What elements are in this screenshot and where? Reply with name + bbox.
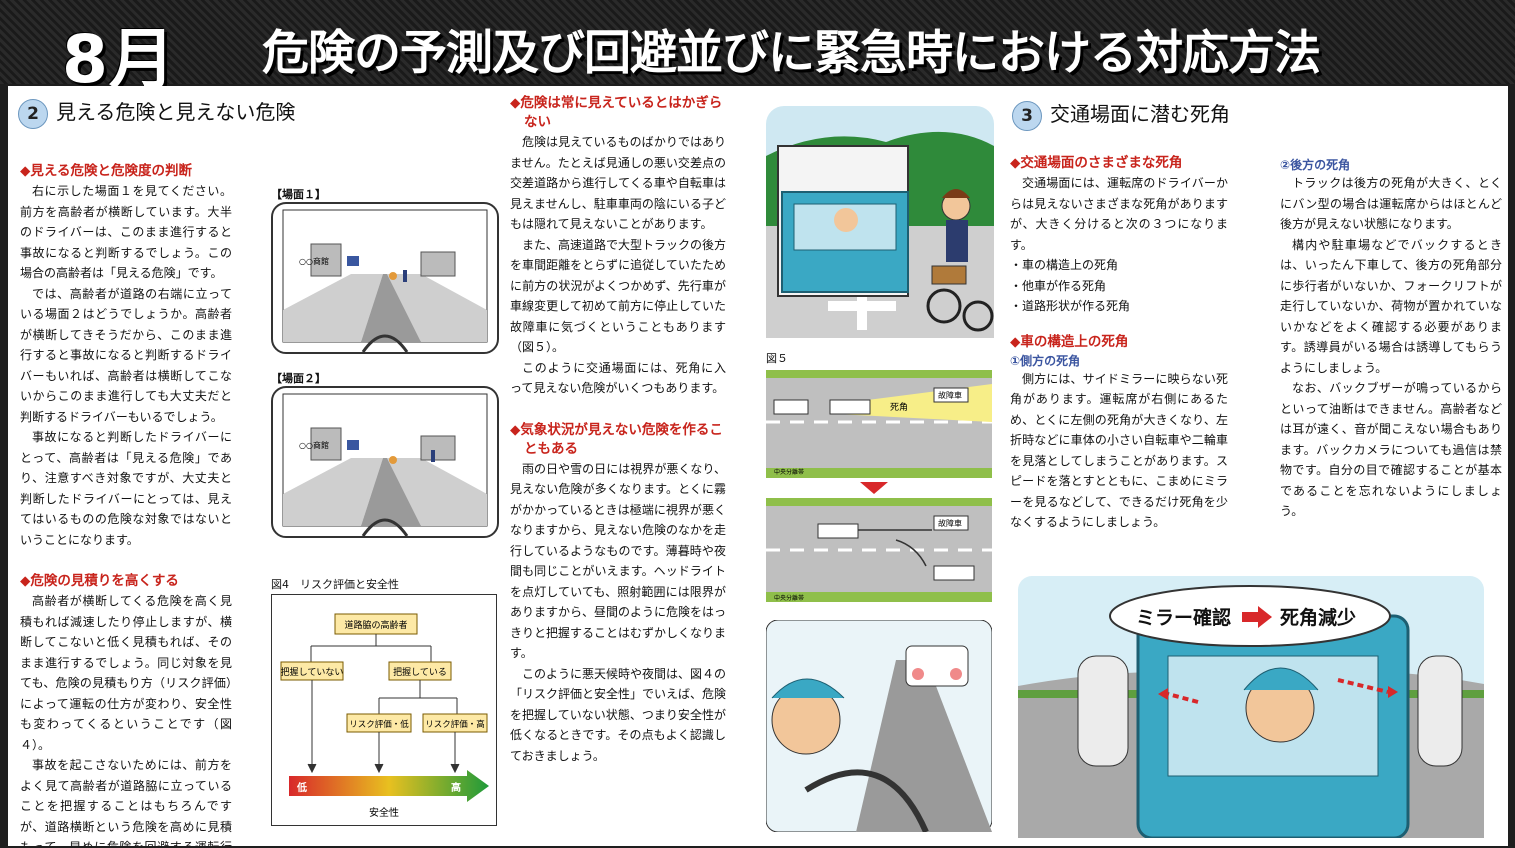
fig5-median: 中央分離帯 xyxy=(774,594,804,602)
fig4-axis-label: 安全性 xyxy=(369,806,399,819)
paragraph: また、高速道路で大型トラックの後方を車間距離をとらずに追従していたために前方の状… xyxy=(510,237,727,355)
body-visible-danger: 右に示した場面１を見てください。前方を高齢者が横断しています。大半のドライバーは… xyxy=(20,181,232,550)
section-2-heading: 2 見える危険と見えない危険 xyxy=(18,96,295,129)
month-label: 8月 xyxy=(62,21,176,98)
fig5-broken-car: 故障車 xyxy=(938,390,962,400)
section-3-title: 交通場面に潜む死角 xyxy=(1050,102,1230,126)
body-weather: 雨の日や雪の日には視界が悪くなり、見えない危険が多くなります。とくに霧がかかって… xyxy=(510,459,726,767)
bubble-dead-angle-reduce: 死角減少 xyxy=(1280,606,1356,629)
scene-2-label: 【場面２】 xyxy=(271,372,326,385)
subheading-side-dead-angle: ①側方の死角 xyxy=(1010,353,1081,368)
fig4-risk-high: リスク評価・高 xyxy=(425,719,485,730)
header-bar: 8月 危険の予測及び回避並びに緊急時における対応方法 xyxy=(0,0,1515,98)
fig4-top-node: 道路脇の高齢者 xyxy=(344,619,407,631)
body-side-dead-angle: 側方には、サイドミラーに映らない死角があります。運転席が右側にあるため、とくに左… xyxy=(1010,369,1228,533)
paragraph: 交通場面には、運転席のドライバーからは見えないさまざまな死角がありますが、大きく… xyxy=(1010,176,1228,252)
figure-5-illustration: 死角 故障車 中央分離帯 故障車 中央分離帯 xyxy=(766,370,992,602)
list-item: ・他車が作る死角 xyxy=(1010,278,1107,293)
truck-cyclist-illustration xyxy=(766,106,994,338)
paragraph: このように悪天候時や夜間は、図４の「リスク評価と安全性」でいえば、危険を把握して… xyxy=(510,666,727,763)
page-title: 危険の予測及び回避並びに緊急時における対応方法 xyxy=(262,26,1321,81)
figure-4-risk-chart: 道路脇の高齢者 把握していない 把握している リスク評価・低 リスク評価・高 低… xyxy=(271,594,497,826)
fig4-grasped: 把握している xyxy=(393,666,447,678)
figure-5-caption: 図５ xyxy=(766,352,788,365)
fig4-not-grasped: 把握していない xyxy=(281,666,344,678)
fig5-dead-angle: 死角 xyxy=(890,401,908,413)
heading-weather: ◆気象状況が見えない危険を作ることもある xyxy=(510,421,723,457)
document-sheet: 2 見える危険と見えない危険 ◆見える危険と危険度の判断 右に示した場面１を見てく… xyxy=(8,86,1508,846)
fig5-broken-car: 故障車 xyxy=(938,518,962,528)
heading-not-always-visible: ◆危険は常に見えているとはかぎらない xyxy=(510,95,723,130)
scene-1-illustration: ○○商館 xyxy=(271,202,499,354)
list-item: ・道路形状が作る死角 xyxy=(1010,299,1131,313)
paragraph: では、高齢者が道路の右端に立っている場面２はどうでしょうか。高齢者が横断してきそ… xyxy=(20,286,232,424)
column-3: ◆交通場面のさまざまな死角 交通場面には、運転席のドライバーからは見えないさまざ… xyxy=(1010,154,1228,533)
paragraph: なお、バックブザーが鳴っているからといって油断はできません。高齢者などは耳が遠く… xyxy=(1280,381,1502,518)
section-2-title: 見える危険と見えない危険 xyxy=(56,100,296,124)
bubble-mirror-check: ミラー確認 xyxy=(1136,606,1231,629)
paragraph: このように交通場面には、死角に入って見えない危険がいくつもあります。 xyxy=(510,360,726,396)
heading-estimate-high: ◆危険の見積りを高くする xyxy=(20,573,179,589)
paragraph: 高齢者が横断してくる危険を高く見積もれば減速したり停止しますが、横断してこないと… xyxy=(20,594,232,752)
paragraph: 事故になると判断したドライバーにとって、高齢者は「見える危険」であり、注意すべき… xyxy=(20,430,232,547)
subheading-rear-dead-angle: ②後方の死角 xyxy=(1280,158,1351,172)
body-estimate-high: 高齢者が横断してくる危険を高く見積もれば減速したり停止しますが、横断してこないと… xyxy=(20,591,232,846)
body-not-always-visible: 危険は見えているものばかりではありません。たとえば見通しの悪い交差点の交差道路か… xyxy=(510,132,726,399)
list-item: ・車の構造上の死角 xyxy=(1010,258,1119,272)
paragraph: 構内や駐車場などでバックするときは、いったん下車して、後方の死角部分に歩行者がい… xyxy=(1280,237,1502,375)
section-3-heading: 3 交通場面に潜む死角 xyxy=(1012,98,1230,131)
section-number-badge: 2 xyxy=(18,98,48,129)
heading-various-dead-angles: ◆交通場面のさまざまな死角 xyxy=(1010,155,1183,171)
column-1: ◆見える危険と危険度の判断 右に示した場面１を見てください。前方を高齢者が横断し… xyxy=(20,162,232,846)
paragraph: トラックは後方の死角が大きく、とくにバン型の場合は運転席からはほとんど後方が見え… xyxy=(1280,176,1502,231)
mirror-check-illustration: ミラー確認 死角減少 xyxy=(1018,576,1484,838)
heading-visible-danger: ◆見える危険と危険度の判断 xyxy=(20,163,192,179)
fig4-bar-high: 高 xyxy=(451,781,461,794)
paragraph: 事故を起こさないためには、前方をよく見て高齢者が道路脇に立っていることを把握する… xyxy=(20,758,232,846)
column-2: ◆危険は常に見えているとはかぎらない 危険は見えているものばかりではありません。… xyxy=(510,94,726,766)
fig4-risk-low: リスク評価・低 xyxy=(349,719,409,730)
night-driving-illustration xyxy=(766,620,992,832)
body-rear-dead-angle: トラックは後方の死角が大きく、とくにバン型の場合は運転席からはほとんど後方が見え… xyxy=(1280,173,1502,522)
section-number-badge: 3 xyxy=(1012,100,1042,131)
scene-2-illustration: ○○商館 xyxy=(271,386,499,538)
paragraph: 危険は見えているものばかりではありません。たとえば見通しの悪い交差点の交差道路か… xyxy=(510,135,726,231)
paragraph: 雨の日や雪の日には視界が悪くなり、見えない危険が多くなります。とくに霧がかかって… xyxy=(510,461,727,661)
shop-sign: ○○商館 xyxy=(299,440,329,450)
paragraph: 右に示した場面１を見てください。前方を高齢者が横断しています。大半のドライバーは… xyxy=(20,184,232,280)
shop-sign: ○○商館 xyxy=(299,256,329,266)
figure-4-caption: 図4 リスク評価と安全性 xyxy=(271,578,399,591)
column-4: ②後方の死角 トラックは後方の死角が大きく、とくにバン型の場合は運転席からはほと… xyxy=(1280,156,1502,522)
paragraph: 側方には、サイドミラーに映らない死角があります。運転席が右側にあるため、とくに左… xyxy=(1010,371,1228,530)
scene-1-label: 【場面１】 xyxy=(271,188,326,201)
heading-structural-dead-angle: ◆車の構造上の死角 xyxy=(1010,333,1129,350)
fig4-bar-low: 低 xyxy=(296,781,307,794)
body-various-dead-angles: 交通場面には、運転席のドライバーからは見えないさまざまな死角がありますが、大きく… xyxy=(1010,173,1228,317)
fig5-median: 中央分離帯 xyxy=(774,468,804,476)
